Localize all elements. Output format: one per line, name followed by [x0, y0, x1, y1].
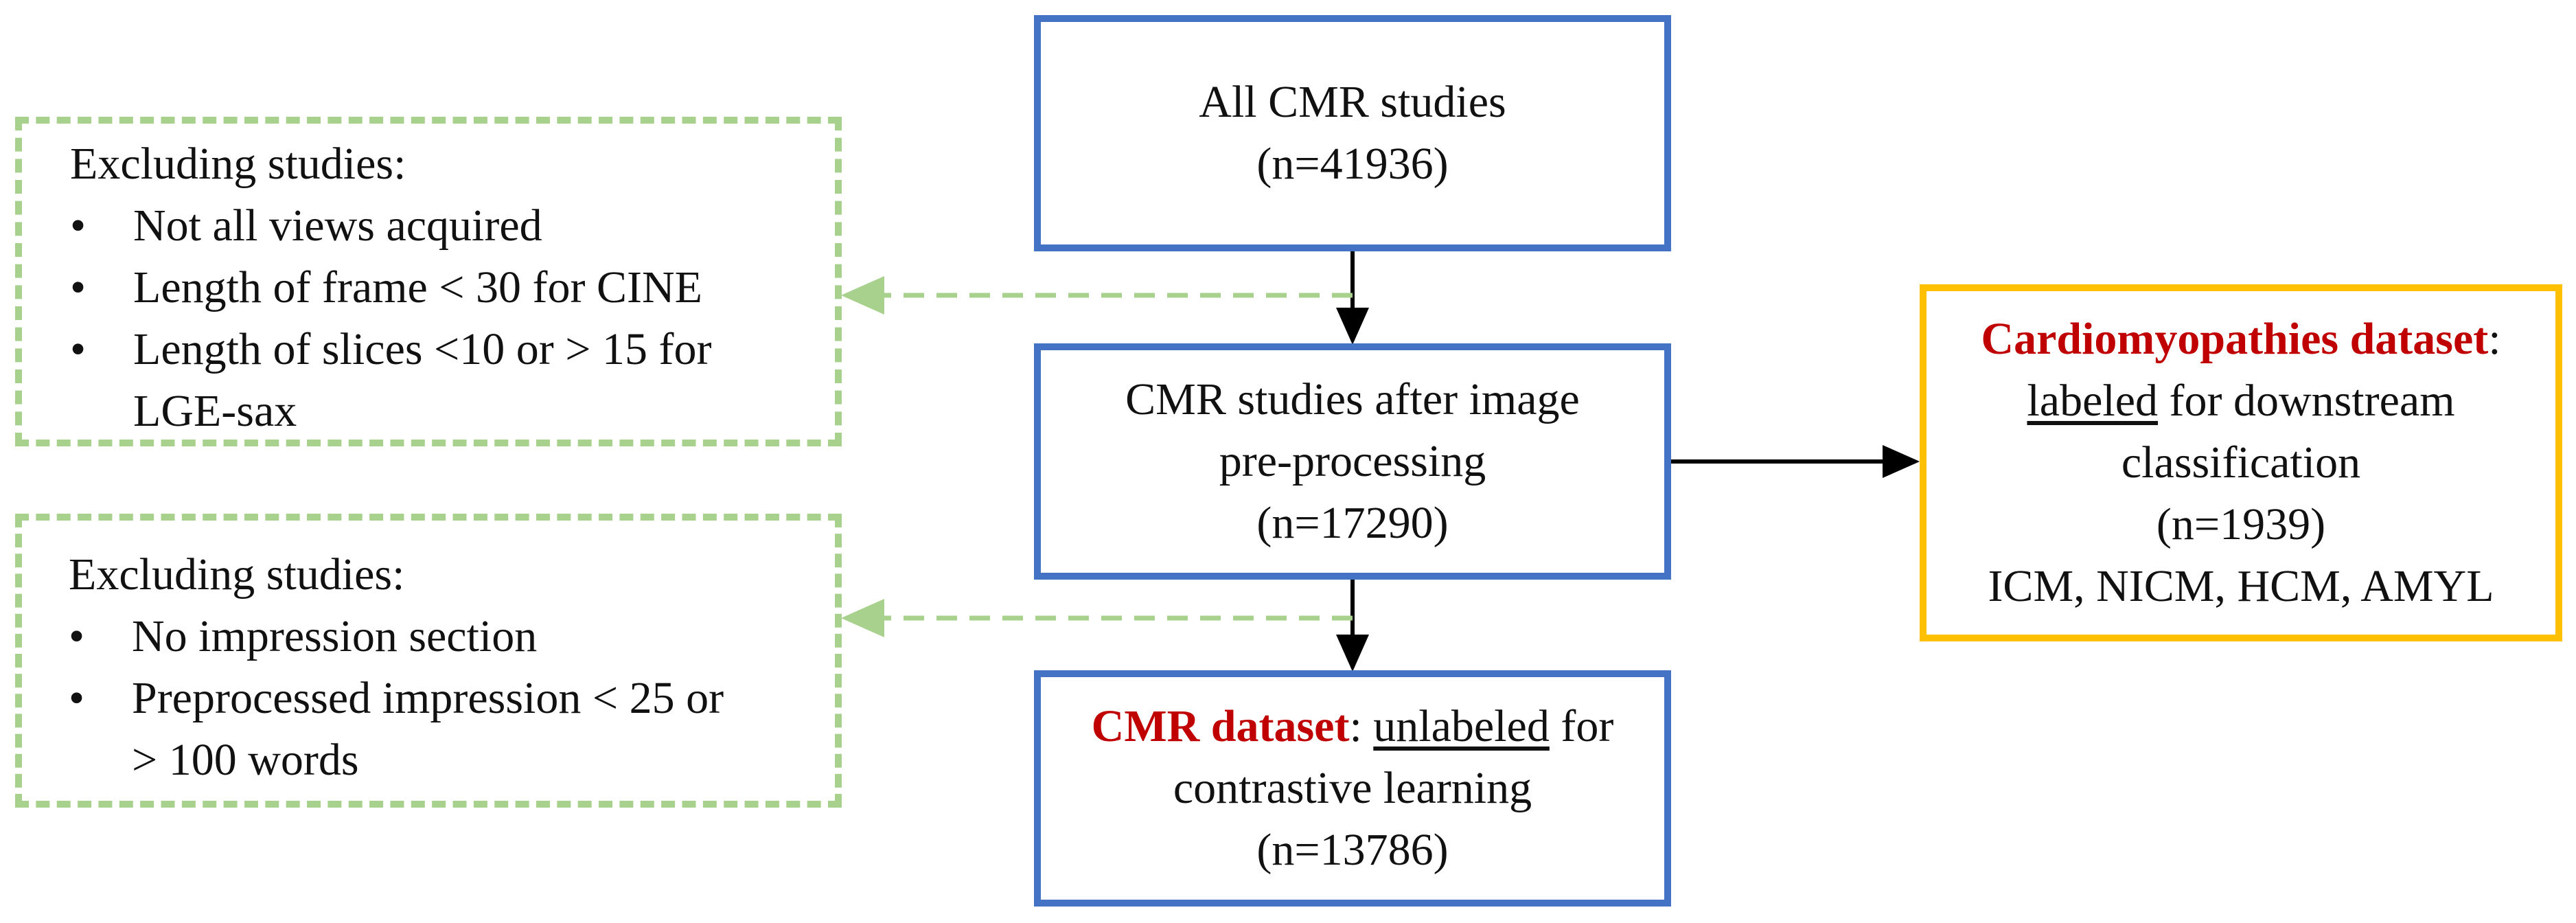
cmr-dataset-line1: CMR dataset: unlabeled for [1092, 696, 1614, 757]
cardio-line3: classification [2121, 437, 2361, 488]
first-exclusion-item-1: •Not all views acquired [70, 195, 835, 257]
cmr-dataset-for: for [1549, 701, 1614, 751]
second-exclusion-list: •No impression section •Preprocessed imp… [69, 606, 835, 791]
second-exclusion-box: Excluding studies: •No impression sectio… [15, 514, 842, 808]
preprocessed-count: (n=17290) [1256, 498, 1449, 548]
cardiomyopathies-dataset-box: Cardiomyopathies dataset: labeled for do… [1920, 284, 2562, 641]
preprocessed-label-line2: pre-processing [1219, 436, 1486, 486]
bullet: • [69, 673, 85, 723]
cmr-dataset-box: CMR dataset: unlabeled for contrastive l… [1034, 670, 1671, 907]
cmr-dataset-line2: contrastive learning [1173, 763, 1532, 813]
cardio-title: Cardiomyopathies dataset [1981, 314, 2489, 364]
first-exclusion-list: •Not all views acquired •Length of frame… [70, 195, 835, 442]
preprocessed-label-line1: CMR studies after image [1125, 374, 1580, 424]
cmr-dataset-count: (n=13786) [1256, 825, 1449, 875]
cardio-sep: : [2488, 314, 2501, 364]
second-exclusion-item-1: •No impression section [69, 606, 835, 668]
cmr-dataset-sep: : [1349, 701, 1374, 751]
cmr-dataset-title: CMR dataset [1091, 701, 1350, 751]
first-exclusion-box: Excluding studies: •Not all views acquir… [15, 117, 842, 446]
bullet: • [70, 262, 87, 312]
bullet: • [70, 201, 87, 251]
cardio-line1: Cardiomyopathies dataset: [1981, 308, 2500, 370]
second-exclusion-heading: Excluding studies: [69, 549, 405, 600]
second-exclusion-item-2: •Preprocessed impression < 25 or> 100 wo… [69, 668, 835, 791]
cardio-line2: labeled for downstream [2027, 370, 2454, 432]
preprocessed-studies-box: CMR studies after image pre-processing (… [1034, 343, 1671, 580]
cmr-dataset-unlabeled: unlabeled [1373, 701, 1550, 751]
cardio-for-downstream: for downstream [2158, 376, 2455, 426]
all-studies-label: All CMR studies [1199, 77, 1506, 127]
cardio-labeled: labeled [2027, 376, 2158, 426]
all-studies-count: (n=41936) [1256, 139, 1449, 189]
bullet: • [69, 611, 85, 661]
cardio-count: (n=1939) [2156, 499, 2326, 549]
cardio-classes: ICM, NICM, HCM, AMYL [1988, 561, 2494, 611]
first-exclusion-heading: Excluding studies: [70, 139, 406, 189]
bullet: • [70, 324, 87, 374]
first-exclusion-item-2: •Length of frame < 30 for CINE [70, 257, 835, 319]
all-cmr-studies-box: All CMR studies (n=41936) [1034, 15, 1671, 251]
